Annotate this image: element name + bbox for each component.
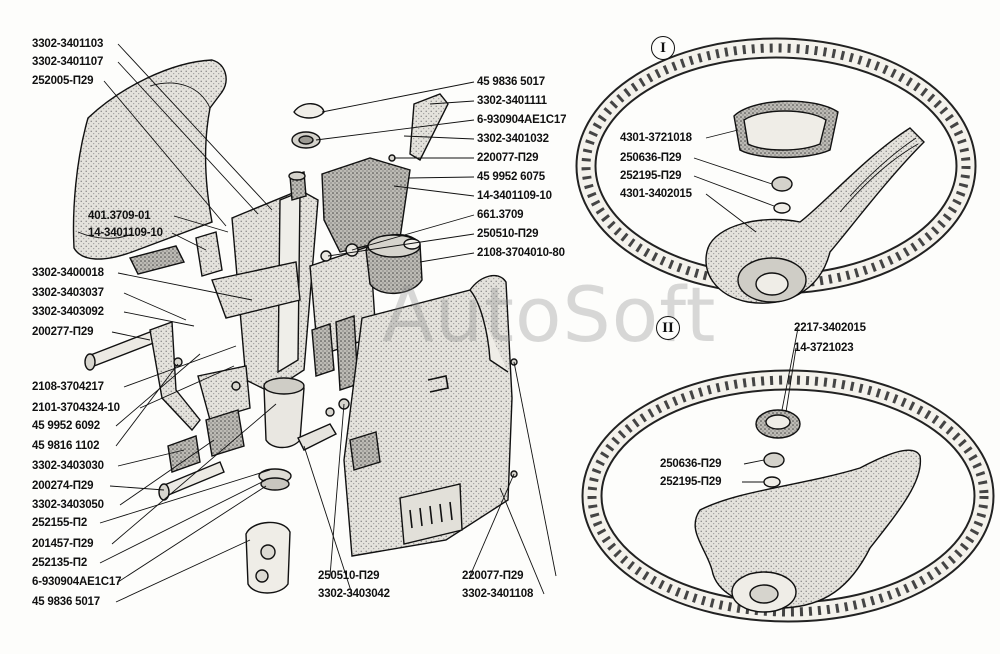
part-label: 3302-3403042	[318, 588, 390, 600]
part-label: 200274-П29	[32, 480, 94, 492]
part-label: 2217-3402015	[794, 322, 866, 334]
part-label: 2108-3704217	[32, 381, 104, 393]
part-label: 201457-П29	[32, 538, 94, 550]
part-label: 2108-3704010-80	[477, 247, 565, 259]
part-label: 2101-3704324-10	[32, 402, 120, 414]
watermark: AutoSoft	[382, 270, 717, 359]
leader-lines-bottom	[303, 361, 557, 595]
part-label: 250636-П29	[620, 152, 682, 164]
part-label: 3302-3401103	[32, 38, 104, 50]
part-label: 252155-П2	[32, 517, 88, 529]
part-label: 45 9836 5017	[477, 76, 545, 88]
part-label: 45 9952 6075	[477, 171, 545, 183]
lower-column-shroud	[343, 274, 513, 557]
part-label: 45 9816 1102	[32, 440, 100, 452]
part-label: 661.3709	[477, 209, 524, 221]
leader-lines-center	[315, 81, 475, 263]
part-label: 4301-3721018	[620, 132, 692, 144]
leader-lines-left	[99, 43, 277, 603]
part-label: 4301-3402015	[620, 188, 692, 200]
steering-column	[197, 171, 319, 449]
steering-wheel-i	[575, 37, 977, 304]
part-label: 45 9952 6092	[32, 420, 100, 432]
part-label: 250510-П29	[318, 570, 380, 582]
part-label: 14-3401109-10	[88, 227, 163, 239]
part-label: 3302-3403037	[32, 287, 104, 299]
part-label: 3302-3400018	[32, 267, 104, 279]
part-label: 3302-3403030	[32, 460, 104, 472]
part-label: 45 9836 5017	[32, 596, 100, 608]
view-marker-i: I	[651, 36, 675, 60]
part-label: 252195-П29	[620, 170, 682, 182]
part-label: 3302-3403050	[32, 499, 104, 511]
part-label: 3302-3403092	[32, 306, 104, 318]
combination-switch	[309, 93, 449, 391]
part-label: 3302-3401107	[32, 56, 104, 68]
part-label: 14-3401109-10	[477, 190, 552, 202]
part-label: 220077-П29	[462, 570, 524, 582]
upper-column-shroud	[72, 59, 227, 260]
part-label: 250636-П29	[660, 458, 722, 470]
part-label: 252005-П29	[32, 75, 94, 87]
part-label: 401.3709-01	[88, 210, 151, 222]
part-label: 6-930904АЕ1С17	[32, 576, 122, 588]
part-label: 250510-П29	[477, 228, 539, 240]
ignition-switch	[365, 233, 423, 295]
part-label: 252135-П2	[32, 557, 88, 569]
part-label: 3302-3401032	[477, 133, 549, 145]
part-label: 220077-П29	[477, 152, 539, 164]
part-label: 252195-П29	[660, 476, 722, 488]
part-label: 6-930904АЕ1С17	[477, 114, 567, 126]
part-label: 3302-3401111	[477, 95, 547, 107]
part-label: 14-3721023	[794, 342, 854, 354]
part-label: 3302-3401108	[462, 588, 534, 600]
view-marker-ii: II	[656, 316, 680, 340]
steering-wheel-ii	[581, 327, 995, 623]
part-label: 200277-П29	[32, 326, 94, 338]
